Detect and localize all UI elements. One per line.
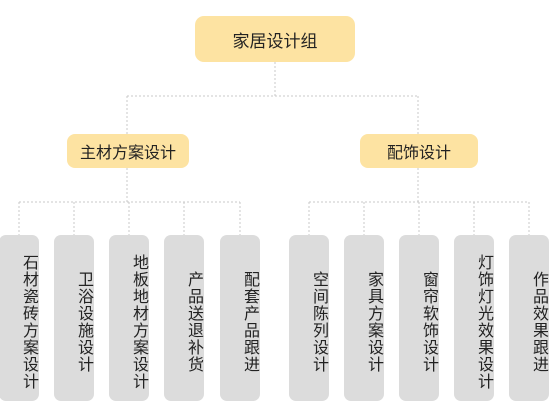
leaf-node-accessory-followup: 配套产品跟进 xyxy=(220,235,260,401)
leaf-node-stone-tile-plan: 石材瓷砖方案设计 xyxy=(0,235,39,401)
branch-node-decoration: 配饰设计 xyxy=(360,134,478,168)
root-node: 家居设计组 xyxy=(195,16,355,62)
branch-node-main-materials: 主材方案设计 xyxy=(67,134,189,168)
leaf-node-bathroom-fixtures: 卫浴设施设计 xyxy=(54,235,94,401)
leaf-node-product-returns: 产品送退补货 xyxy=(164,235,204,401)
leaf-node-furniture-plan: 家具方案设计 xyxy=(344,235,384,401)
leaf-node-work-effect-followup: 作品效果跟进 xyxy=(509,235,549,401)
leaf-node-flooring-plan: 地板地材方案设计 xyxy=(109,235,149,401)
leaf-node-space-display: 空间陈列设计 xyxy=(289,235,329,401)
leaf-node-lighting-effects: 灯饰灯光效果设计 xyxy=(454,235,494,401)
leaf-node-curtain-soft-decor: 窗帘软饰设计 xyxy=(399,235,439,401)
